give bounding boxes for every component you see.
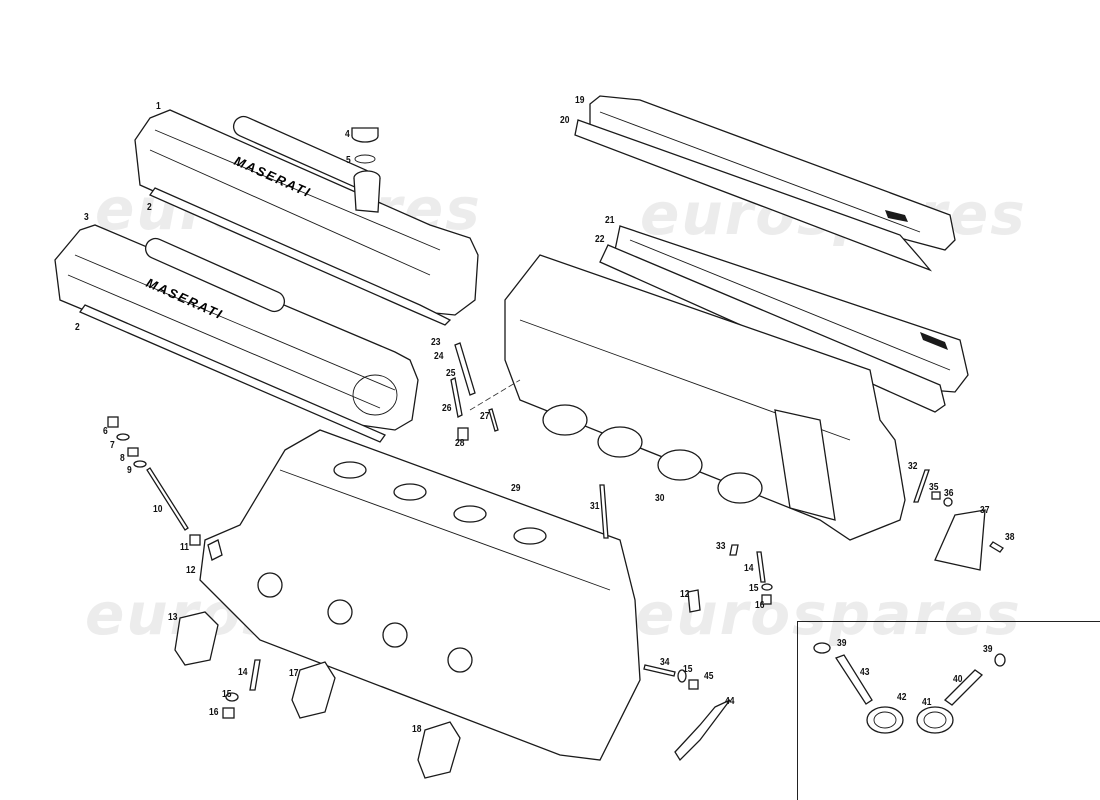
part-label-16: 16 — [755, 600, 765, 611]
part-label-2: 2 — [75, 322, 80, 333]
rocker-cover-upper — [134, 109, 479, 326]
part-label-33: 33 — [716, 541, 726, 552]
part-label-24: 24 — [434, 351, 444, 362]
part-label-4: 4 — [345, 129, 350, 140]
part-label-38: 38 — [1005, 532, 1015, 543]
rocker-cover-lower — [54, 224, 419, 443]
hardware — [107, 342, 1004, 779]
part-label-16: 16 — [209, 707, 219, 718]
part-label-14: 14 — [238, 667, 248, 678]
part-label-15: 15 — [222, 689, 232, 700]
part-label-23: 23 — [431, 337, 441, 348]
part-label-27: 27 — [480, 411, 490, 422]
part-label-17: 17 — [289, 668, 299, 679]
part-label-15: 15 — [749, 583, 759, 594]
part-label-34: 34 — [660, 657, 670, 668]
cylinder-head-left — [199, 429, 641, 761]
part-label-1: 1 — [156, 101, 161, 112]
part-label-9: 9 — [127, 465, 132, 476]
part-label-12: 12 — [186, 565, 196, 576]
part-label-12: 12 — [680, 589, 690, 600]
part-label-11: 11 — [180, 542, 189, 553]
part-label-20: 20 — [560, 115, 570, 126]
part-label-29: 29 — [511, 483, 521, 494]
part-label-41: 41 — [922, 697, 932, 708]
part-label-39: 39 — [983, 644, 993, 655]
part-label-22: 22 — [595, 234, 605, 245]
part-label-42: 42 — [897, 692, 907, 703]
part-label-40: 40 — [953, 674, 963, 685]
part-label-13: 13 — [168, 612, 178, 623]
part-label-2: 2 — [147, 202, 152, 213]
part-label-28: 28 — [455, 438, 465, 449]
part-label-21: 21 — [605, 215, 615, 226]
inset-frame — [797, 621, 1100, 800]
part-label-15: 15 — [683, 664, 693, 675]
part-label-37: 37 — [980, 505, 990, 516]
part-label-6: 6 — [103, 426, 108, 437]
part-label-39: 39 — [837, 638, 847, 649]
part-label-25: 25 — [446, 368, 456, 379]
inset-valve-guides — [813, 642, 1006, 734]
part-label-36: 36 — [944, 488, 954, 499]
part-label-7: 7 — [110, 440, 115, 451]
part-label-19: 19 — [575, 95, 585, 106]
part-label-8: 8 — [120, 453, 125, 464]
part-label-35: 35 — [929, 482, 939, 493]
part-label-14: 14 — [744, 563, 754, 574]
cylinder-head-right — [469, 254, 906, 541]
part-label-10: 10 — [153, 504, 163, 515]
part-label-32: 32 — [908, 461, 918, 472]
part-label-31: 31 — [590, 501, 600, 512]
part-label-3: 3 — [84, 212, 89, 223]
part-label-43: 43 — [860, 667, 870, 678]
part-label-18: 18 — [412, 724, 422, 735]
part-label-26: 26 — [442, 403, 452, 414]
part-label-30: 30 — [655, 493, 665, 504]
part-label-45: 45 — [704, 671, 714, 682]
part-label-5: 5 — [346, 155, 351, 166]
part-label-44: 44 — [725, 696, 735, 707]
